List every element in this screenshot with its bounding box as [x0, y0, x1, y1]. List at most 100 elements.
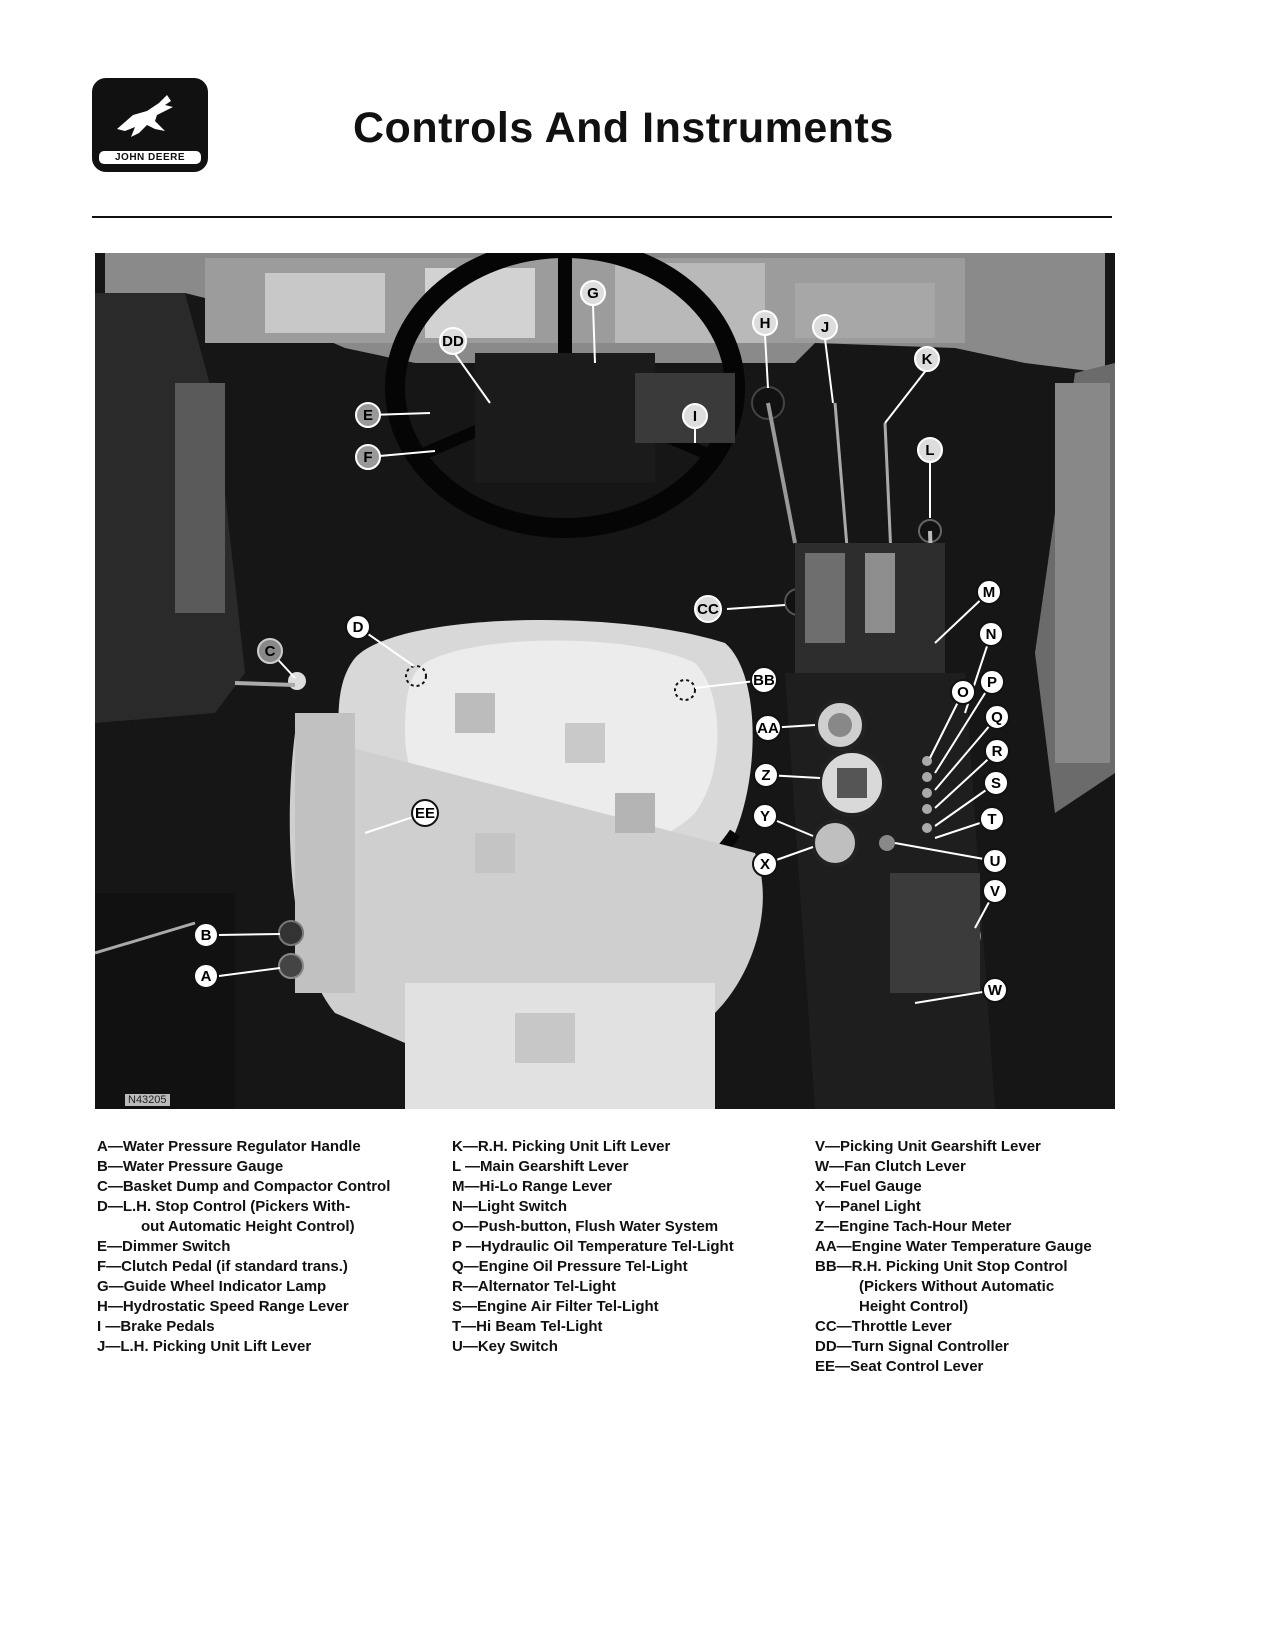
- legend-item: D—L.H. Stop Control (Pickers With-: [97, 1198, 351, 1215]
- callout-m: M: [976, 579, 1002, 605]
- callout-bb: BB: [750, 666, 778, 694]
- svg-text:F: F: [363, 449, 372, 466]
- legend-item: I —Brake Pedals: [97, 1318, 215, 1335]
- svg-text:W: W: [988, 982, 1003, 999]
- svg-text:M: M: [983, 584, 996, 601]
- john-deere-logo: JOHN DEERE: [92, 78, 208, 172]
- svg-text:T: T: [987, 811, 996, 828]
- callout-v: V: [982, 878, 1008, 904]
- callout-b: B: [193, 922, 219, 948]
- callout-n: N: [978, 621, 1004, 647]
- legend-item: CC—Throttle Lever: [815, 1318, 952, 1335]
- svg-text:R: R: [992, 743, 1003, 760]
- legend-item: U—Key Switch: [452, 1338, 558, 1355]
- callout-k: K: [914, 346, 940, 372]
- callout-z: Z: [753, 762, 779, 788]
- callout-w: W: [982, 977, 1008, 1003]
- photo-plate-id: N43205: [125, 1094, 170, 1106]
- svg-text:X: X: [760, 856, 770, 873]
- callout-ee: EE: [411, 799, 439, 827]
- svg-text:Y: Y: [760, 808, 770, 825]
- callout-o: O: [950, 679, 976, 705]
- legend-item: H—Hydrostatic Speed Range Lever: [97, 1298, 349, 1315]
- legend-column-3: V—Picking Unit Gearshift Lever W—Fan Clu…: [815, 1137, 1092, 1377]
- svg-text:Q: Q: [991, 709, 1003, 726]
- legend-item: DD—Turn Signal Controller: [815, 1338, 1009, 1355]
- callout-f: F: [355, 444, 381, 470]
- svg-text:V: V: [990, 883, 1000, 900]
- title-divider: [92, 216, 1112, 218]
- legend-item: BB—R.H. Picking Unit Stop Control: [815, 1258, 1068, 1275]
- operator-station-photo: G H J K DD E I F L M CC D N C O P BB AA …: [95, 253, 1115, 1109]
- legend-item: G—Guide Wheel Indicator Lamp: [97, 1278, 327, 1295]
- callout-x: X: [752, 851, 778, 877]
- svg-text:G: G: [587, 285, 599, 302]
- legend-item: W—Fan Clutch Lever: [815, 1158, 966, 1175]
- legend-item: T—Hi Beam Tel-Light: [452, 1318, 603, 1335]
- page-title: Controls And Instruments: [353, 104, 894, 152]
- svg-text:D: D: [353, 619, 364, 636]
- legend-column-2: K—R.H. Picking Unit Lift Lever L —Main G…: [452, 1137, 734, 1357]
- callout-g: G: [580, 280, 606, 306]
- legend-item: B—Water Pressure Gauge: [97, 1158, 284, 1175]
- legend-column-1: A—Water Pressure Regulator Handle B—Wate…: [97, 1137, 390, 1357]
- callout-bubbles: G H J K DD E I F L M CC D N C O P BB AA …: [193, 280, 1010, 1003]
- svg-text:E: E: [363, 407, 373, 424]
- deer-icon: [117, 95, 173, 137]
- svg-text:DD: DD: [442, 333, 464, 350]
- svg-text:O: O: [957, 684, 969, 701]
- legend-item: X—Fuel Gauge: [815, 1178, 922, 1195]
- svg-text:EE: EE: [415, 805, 435, 822]
- legend-item: Z—Engine Tach-Hour Meter: [815, 1218, 1012, 1235]
- legend-item: O—Push-button, Flush Water System: [452, 1218, 719, 1235]
- svg-text:CC: CC: [697, 601, 719, 618]
- svg-text:A: A: [201, 968, 212, 985]
- legend-item-continued: Height Control): [859, 1298, 969, 1315]
- callout-a: A: [193, 963, 219, 989]
- svg-text:J: J: [821, 319, 829, 336]
- svg-text:U: U: [990, 853, 1001, 870]
- legend-item: M—Hi-Lo Range Lever: [452, 1178, 613, 1195]
- svg-text:L: L: [925, 442, 934, 459]
- legend-item: N—Light Switch: [452, 1198, 567, 1215]
- legend-item-continued: out Automatic Height Control): [141, 1218, 355, 1235]
- callout-i: I: [682, 403, 708, 429]
- legend-item: P —Hydraulic Oil Temperature Tel-Light: [452, 1238, 734, 1255]
- legend-item: K—R.H. Picking Unit Lift Lever: [452, 1138, 671, 1155]
- callout-dd: DD: [439, 327, 467, 355]
- legend-item: J—L.H. Picking Unit Lift Lever: [97, 1338, 312, 1355]
- svg-text:BB: BB: [753, 672, 775, 689]
- svg-text:P: P: [987, 674, 997, 691]
- callout-aa: AA: [754, 714, 782, 742]
- legend-item: Q—Engine Oil Pressure Tel-Light: [452, 1258, 688, 1275]
- legend-item: EE—Seat Control Lever: [815, 1358, 984, 1375]
- legend-item: C—Basket Dump and Compactor Control: [97, 1178, 391, 1195]
- logo-label: JOHN DEERE: [99, 151, 201, 164]
- legend-item: A—Water Pressure Regulator Handle: [97, 1138, 361, 1155]
- callout-e: E: [355, 402, 381, 428]
- legend-item: L —Main Gearshift Lever: [452, 1158, 629, 1175]
- legend-item: AA—Engine Water Temperature Gauge: [815, 1238, 1092, 1255]
- legend-item: Y—Panel Light: [815, 1198, 921, 1215]
- callout-c: C: [257, 638, 283, 664]
- legend-item: R—Alternator Tel-Light: [452, 1278, 616, 1295]
- svg-text:AA: AA: [757, 720, 779, 737]
- svg-text:S: S: [991, 775, 1001, 792]
- legend-item: V—Picking Unit Gearshift Lever: [815, 1138, 1041, 1155]
- cab-illustration: G H J K DD E I F L M CC D N C O P BB AA …: [95, 253, 1115, 1109]
- legend-item: F—Clutch Pedal (if standard trans.): [97, 1258, 348, 1275]
- callout-j: J: [812, 314, 838, 340]
- legend-item-continued: (Pickers Without Automatic: [859, 1278, 1055, 1295]
- svg-text:N: N: [986, 626, 997, 643]
- callout-d: D: [345, 614, 371, 640]
- svg-text:H: H: [760, 315, 771, 332]
- callout-h: H: [752, 310, 778, 336]
- callout-t: T: [979, 806, 1005, 832]
- callout-p: P: [979, 669, 1005, 695]
- svg-text:B: B: [201, 927, 212, 944]
- legend-item: S—Engine Air Filter Tel-Light: [452, 1298, 659, 1315]
- callout-cc: CC: [694, 595, 722, 623]
- callout-l: L: [917, 437, 943, 463]
- callout-s: S: [983, 770, 1009, 796]
- callout-u: U: [982, 848, 1008, 874]
